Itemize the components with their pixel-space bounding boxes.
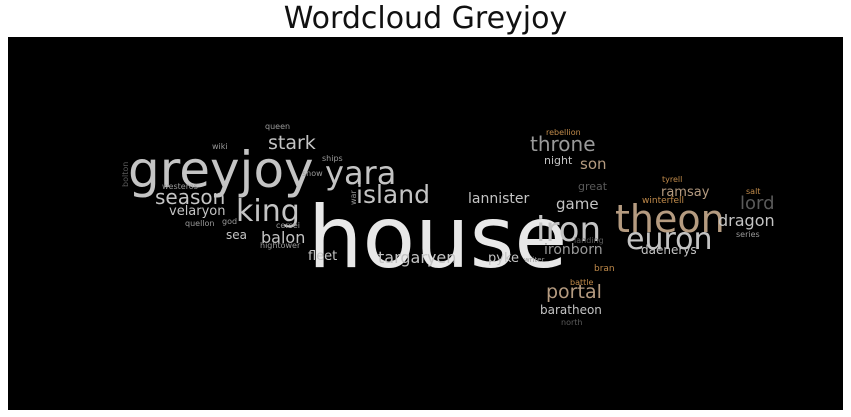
word-lannister: lannister xyxy=(468,191,530,207)
word-island: island xyxy=(356,180,430,209)
word-house: house xyxy=(308,188,568,288)
word-ships: ships xyxy=(322,154,343,163)
word-ironborn: ironborn xyxy=(544,242,603,258)
word-battle: battle xyxy=(570,278,594,287)
word-night: night xyxy=(544,154,573,167)
word-wiki: wiki xyxy=(212,142,228,151)
word-snow: snow xyxy=(302,169,323,178)
word-salt: salt xyxy=(746,187,761,196)
word-lord: lord xyxy=(740,193,775,214)
word-bolton: bolton xyxy=(121,161,130,187)
chart-title: Wordcloud Greyjoy xyxy=(283,1,568,36)
word-war: war xyxy=(349,190,358,205)
word-balon: balon xyxy=(261,228,306,247)
word-pyke: pyke xyxy=(488,251,520,266)
word-north: north xyxy=(561,318,583,327)
word-rebellion: rebellion xyxy=(546,128,581,137)
word-queen: queen xyxy=(265,122,291,131)
word-king: king xyxy=(236,194,300,229)
word-bran: bran xyxy=(594,264,615,274)
word-daenerys: daenerys xyxy=(641,243,697,257)
word-stark: stark xyxy=(268,132,316,154)
word-greyjoy: greyjoy xyxy=(128,141,314,199)
word-game: game xyxy=(556,195,599,213)
word-theon: theon xyxy=(615,197,725,241)
word-baratheon: baratheon xyxy=(540,303,602,317)
word-quellon: quellon xyxy=(185,219,215,228)
word-portal: portal xyxy=(546,281,602,303)
word-ramsay: ramsay xyxy=(661,185,710,200)
word-series: series xyxy=(736,230,760,239)
word-writer: writer xyxy=(524,256,545,264)
word-dragon: dragon xyxy=(718,211,775,230)
word-winterfell: winterfell xyxy=(642,196,685,206)
word-son: son xyxy=(580,155,607,173)
word-hightower: hightower xyxy=(260,241,301,250)
word-tyrell: tyrell xyxy=(662,175,683,184)
word-targaryen: targaryen xyxy=(378,248,457,267)
word-fleet: fleet xyxy=(308,249,338,264)
word-throne: throne xyxy=(530,132,596,156)
word-sea: sea xyxy=(226,228,247,242)
word-iron: iron xyxy=(536,210,602,250)
word-season: season xyxy=(155,185,226,209)
word-god: god xyxy=(222,217,238,226)
word-westeros: westeros xyxy=(162,182,198,191)
word-yara: yara xyxy=(325,154,397,192)
word-cersei: cersei xyxy=(276,221,300,230)
word-euron: euron xyxy=(626,222,713,257)
word-velaryon: velaryon xyxy=(169,204,226,219)
word-landing: landing xyxy=(574,236,604,245)
word-great: great xyxy=(578,180,608,193)
